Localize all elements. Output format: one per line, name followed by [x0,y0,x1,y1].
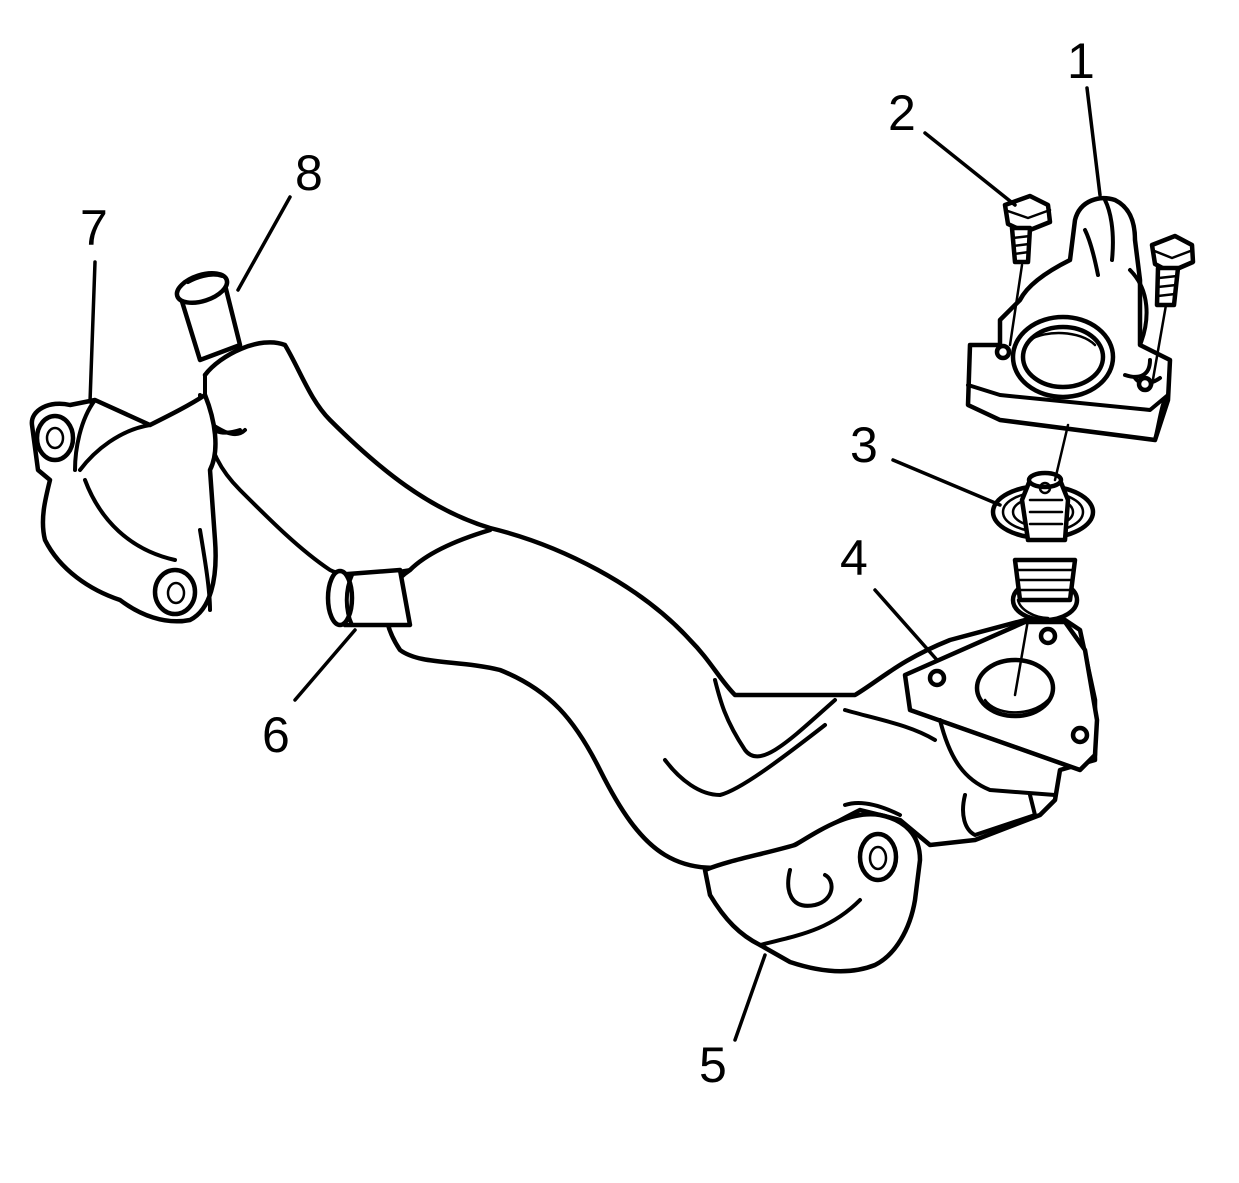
callout-7: 7 [80,200,108,256]
callout-2: 2 [888,85,916,141]
leader-6 [293,628,357,702]
leader-1 [1085,86,1102,197]
leader-8 [236,195,292,292]
bolt-right [1149,233,1196,308]
thermostat [990,470,1096,623]
left-mounting-flange [29,392,218,624]
leader-4 [873,588,939,662]
leader-7 [88,260,97,404]
callout-4: 4 [840,530,868,586]
leader-3 [891,458,1002,507]
thermostat-housing [965,195,1173,443]
callout-1: 1 [1067,33,1095,89]
callout-8: 8 [295,145,323,201]
leader-2 [923,131,1017,207]
assembly-guide-lines [1008,263,1168,697]
callout-6: 6 [262,707,290,763]
leader-lines [88,86,1102,1042]
hose-outlet-stub [174,271,243,363]
callout-labels: 1 2 3 4 5 6 7 8 [80,33,1095,1093]
lower-mounting-flange [702,801,923,974]
callout-5: 5 [699,1037,727,1093]
bypass-hose-stub [325,567,413,628]
bolt-left [1002,193,1053,265]
callout-3: 3 [850,417,878,473]
leader-5 [733,953,767,1042]
